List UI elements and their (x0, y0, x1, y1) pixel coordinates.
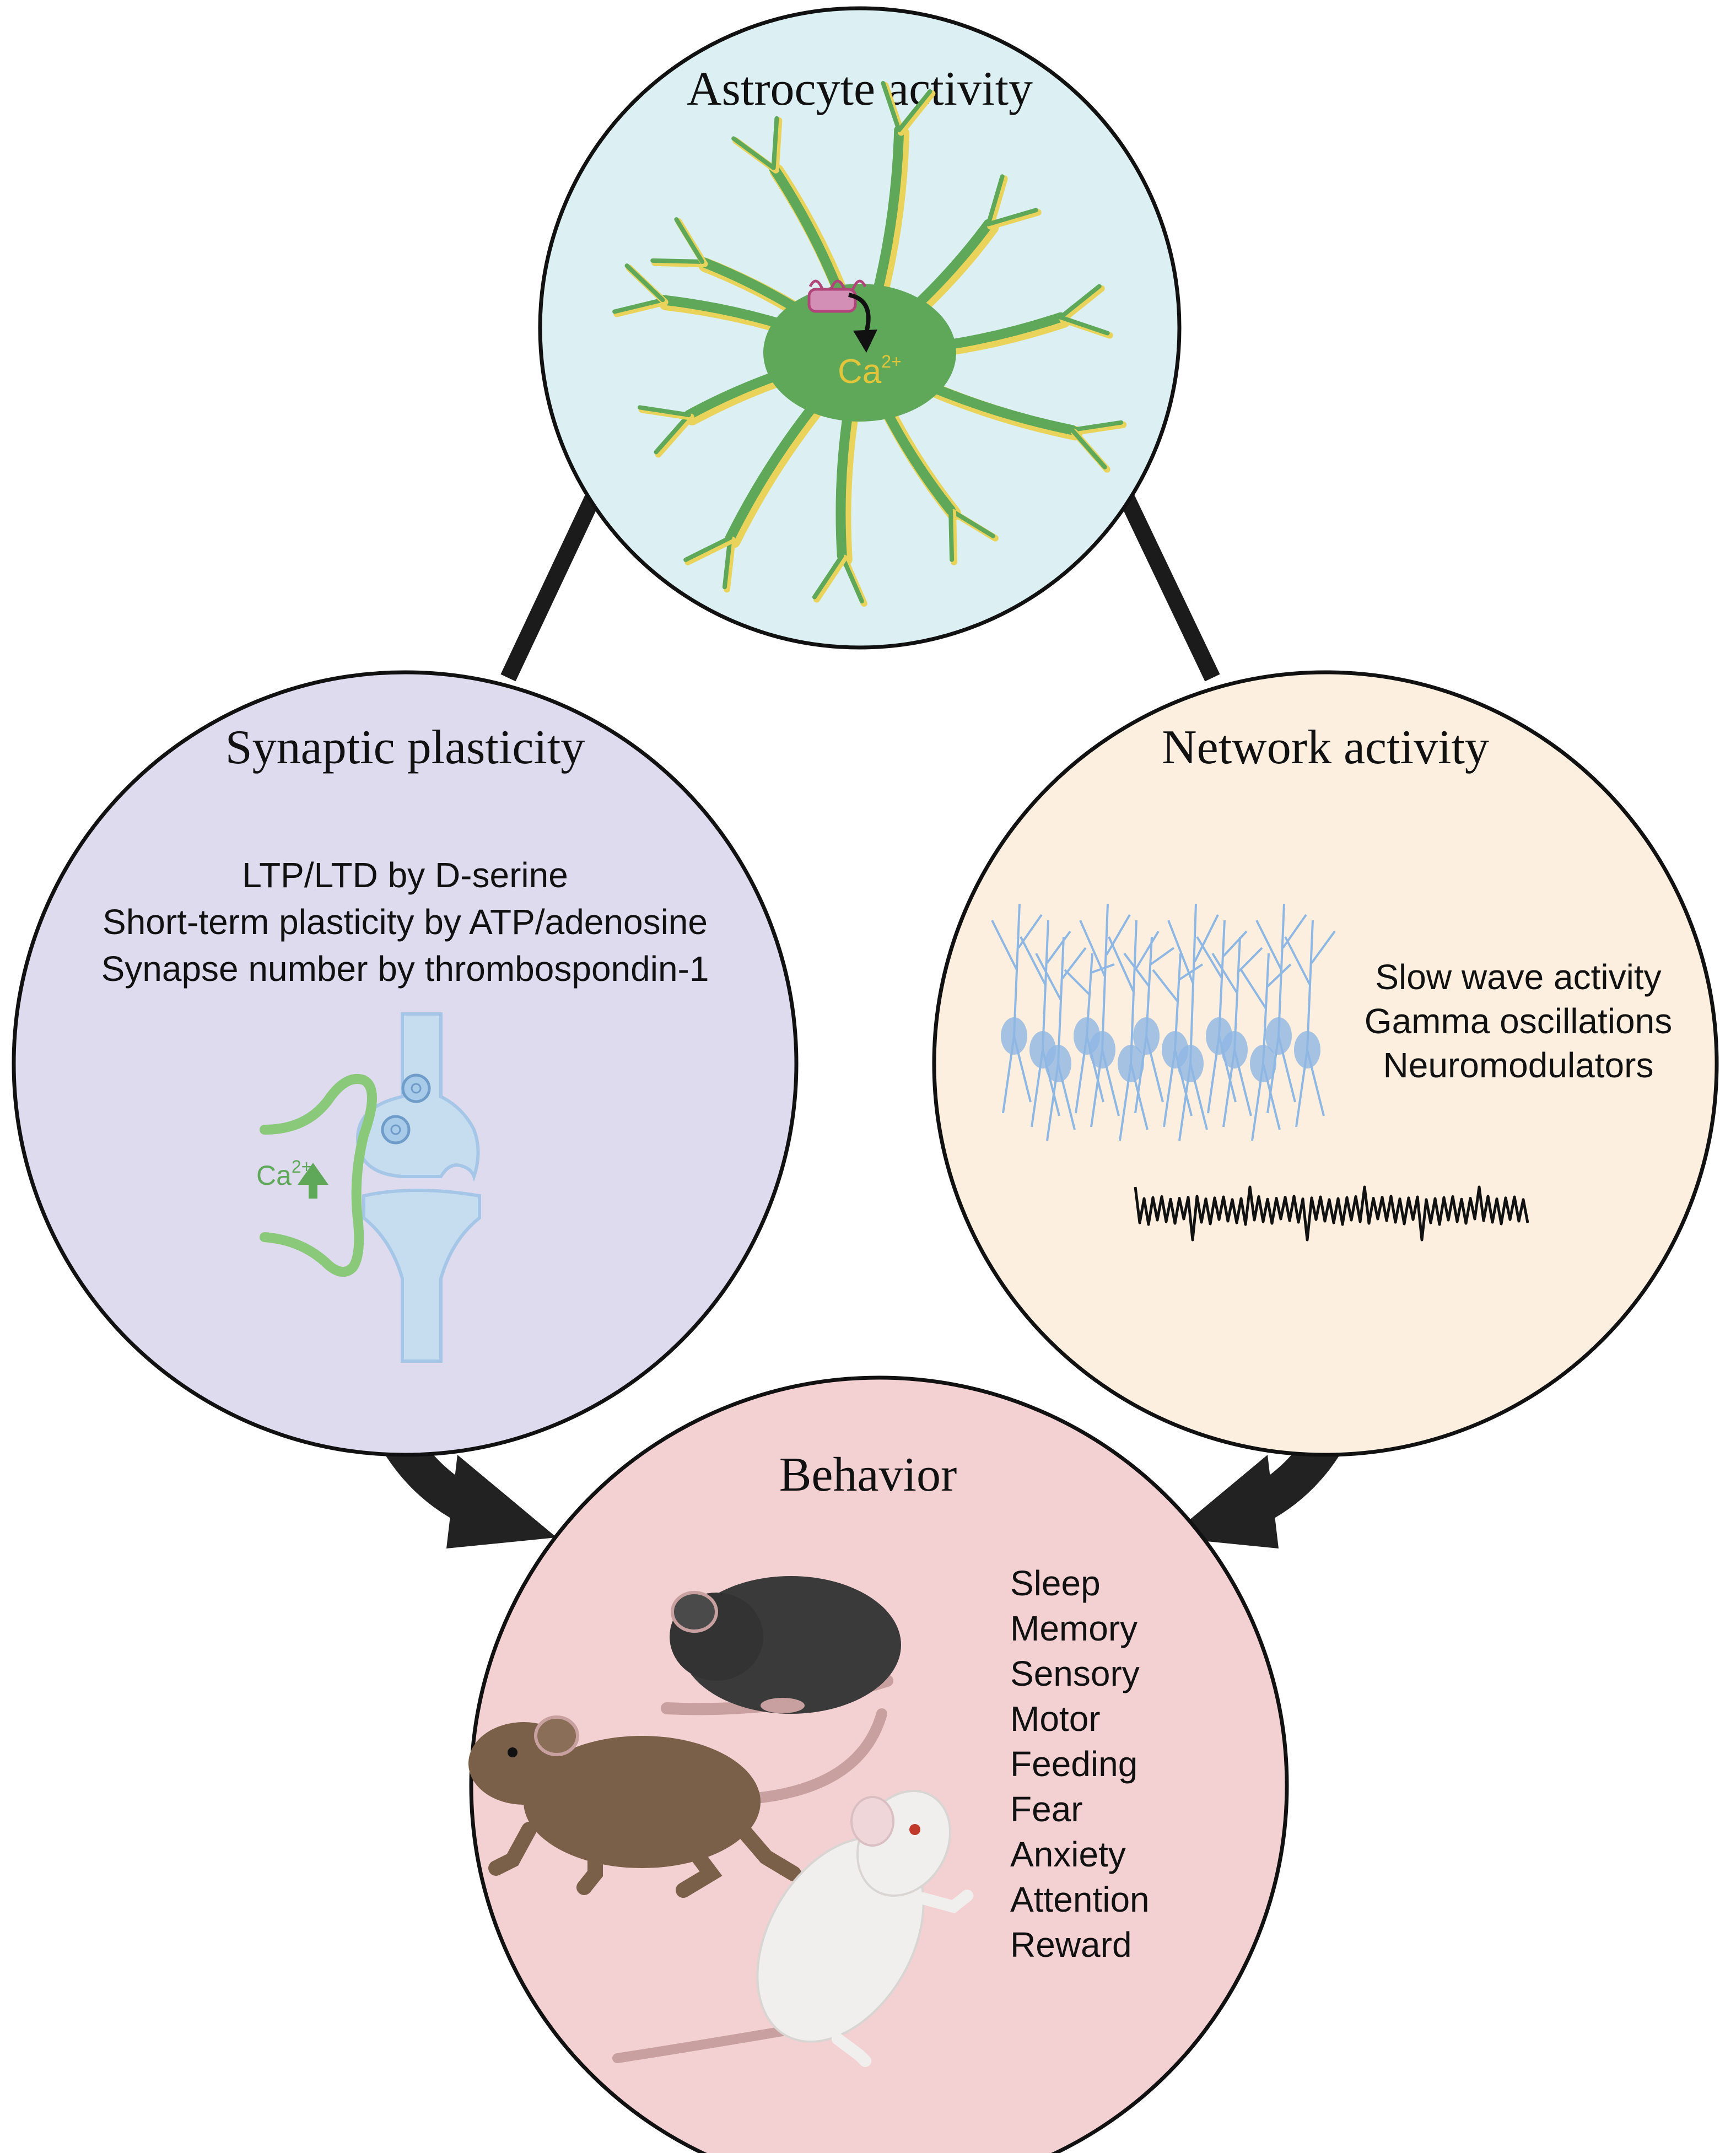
white-mouse-icon (612, 1790, 973, 2067)
eeg-trace-icon (1134, 1185, 1529, 1242)
connector-astro-network (1119, 495, 1220, 682)
behavior-item: Reward (1010, 1925, 1132, 1965)
behavior-item: Feeding (1010, 1744, 1137, 1784)
behavior-item: Memory (1010, 1609, 1137, 1648)
behavior-item: Motor (1010, 1699, 1101, 1739)
network-title: Network activity (1162, 721, 1489, 774)
behavior-title: Behavior (779, 1448, 957, 1502)
synaptic-line-3: Synapse number by thrombospondin-1 (101, 949, 709, 989)
synaptic-ion-label: Ca (256, 1160, 292, 1191)
behavior-item: Anxiety (1010, 1834, 1126, 1874)
neuron-network-icon (991, 903, 1336, 1141)
brown-mouse-icon (468, 1708, 887, 1898)
astrocyte-title: Astrocyte activity (687, 62, 1033, 116)
gpcr-receptor-icon (807, 279, 867, 313)
network-line-2: Gamma oscillations (1365, 1001, 1672, 1041)
synaptic-line-1: LTP/LTD by D-serine (242, 855, 568, 895)
node-synaptic-plasticity: Synaptic plasticity LTP/LTD by D-serine … (12, 670, 799, 1457)
behavior-item: Sleep (1010, 1563, 1101, 1603)
svg-text:Ca2+: Ca2+ (256, 1157, 311, 1191)
synapse-icon: Ca2+ (256, 1012, 481, 1363)
network-line-1: Slow wave activity (1375, 957, 1661, 997)
up-arrow-icon (298, 1163, 328, 1199)
astrocyte-cell-icon: Ca2+ (612, 80, 1127, 607)
behavior-item: Attention (1010, 1880, 1150, 1919)
astrocyte-ion-charge: 2+ (881, 352, 901, 371)
synaptic-title: Synaptic plasticity (225, 721, 585, 774)
curved-arrow-icon (848, 293, 877, 353)
behavior-item: Sensory (1010, 1654, 1140, 1693)
node-behavior: Behavior SleepMemorySensoryMotorFeedingF… (468, 1375, 1289, 2153)
behavior-item: Fear (1010, 1789, 1083, 1829)
sleeping-mouse-icon (661, 1576, 901, 1715)
astrocyte-ion-label: Ca (838, 353, 882, 391)
synaptic-line-2: Short-term plasticity by ATP/adenosine (103, 902, 708, 942)
node-network-activity: Network activity Slow wave activity Gamm… (932, 670, 1719, 1457)
svg-text:Ca2+: Ca2+ (838, 352, 902, 391)
connector-astro-synaptic (500, 495, 600, 682)
network-line-3: Neuromodulators (1383, 1045, 1654, 1085)
node-astrocyte: Astrocyte activity Ca2+ (538, 6, 1182, 650)
